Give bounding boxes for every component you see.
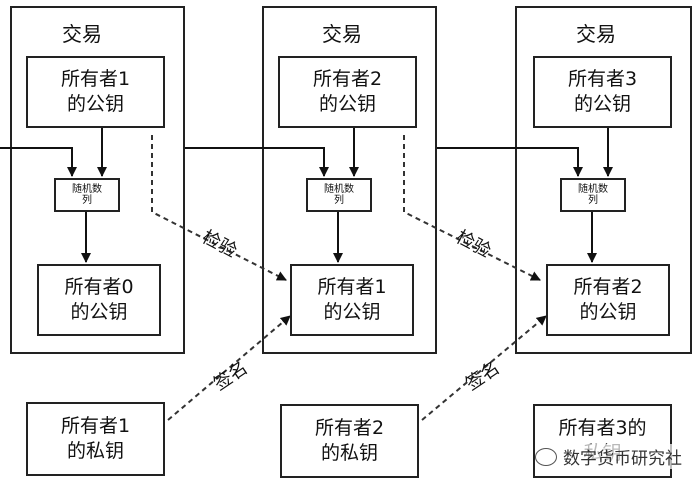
input-arrow-3	[437, 147, 583, 177]
transaction-frame-1	[10, 6, 185, 354]
private-key-box-2: 所有者2 的私钥	[280, 404, 419, 478]
random-box-2: 随机数 列	[306, 178, 372, 212]
transaction-frame-2	[262, 6, 437, 354]
input-arrow-1	[0, 147, 77, 177]
transaction-title-1: 交易	[62, 22, 102, 46]
private-key-box-1: 所有者1 的私钥	[26, 402, 165, 476]
wechat-icon	[535, 447, 557, 466]
prev-owner-public-key-box-1: 所有者0 的公钥	[37, 264, 161, 336]
owner-public-key-box-3: 所有者3 的公钥	[533, 56, 672, 128]
watermark: 数字货币研究社	[535, 444, 682, 469]
owner-public-key-box-1: 所有者1 的公钥	[26, 56, 165, 128]
random-box-3: 随机数 列	[560, 178, 626, 212]
owner-public-key-box-2: 所有者2 的公钥	[278, 56, 417, 128]
transaction-title-3: 交易	[576, 22, 616, 46]
input-arrow-2	[185, 147, 329, 177]
transaction-title-2: 交易	[322, 22, 362, 46]
verify-arrow-2	[403, 135, 541, 281]
random-box-1: 随机数 列	[54, 178, 120, 212]
prev-owner-public-key-box-2: 所有者1 的公钥	[290, 264, 414, 336]
prev-owner-public-key-box-3: 所有者2 的公钥	[546, 264, 670, 336]
transaction-frame-3	[515, 6, 692, 354]
verify-arrow-1	[151, 135, 287, 281]
